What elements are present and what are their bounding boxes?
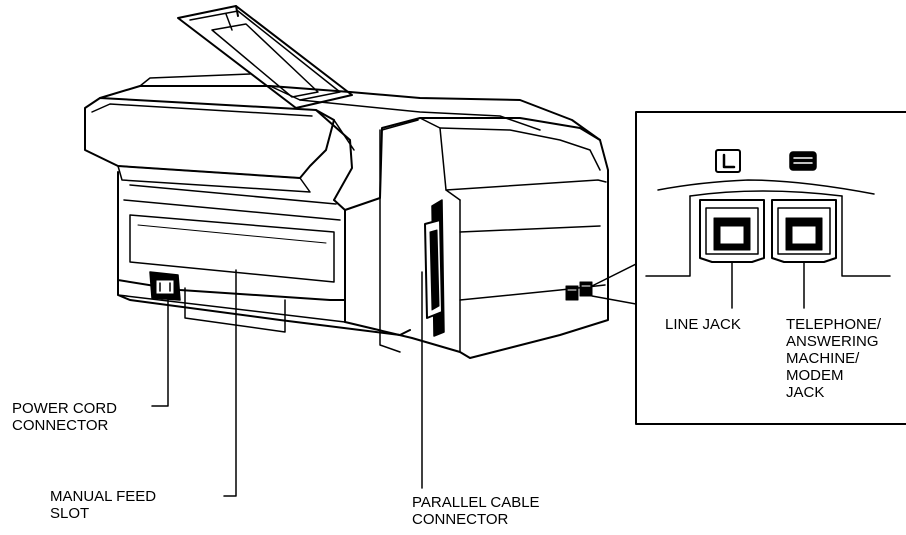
line-jack	[699, 199, 765, 263]
line-jack-label: LINE JACK	[665, 316, 741, 333]
jack-inset-panel	[635, 111, 906, 425]
manual-feed-line-1: MANUAL FEED	[50, 488, 157, 505]
parallel-cable-connector	[424, 199, 445, 337]
body-phone-ports	[565, 281, 593, 301]
telephone-handset-icon	[789, 151, 817, 171]
telephone-jack-label: TELEPHONE/ ANSWERING MACHINE/ MODEM JACK	[786, 316, 881, 401]
manual-feed-slot-label: MANUAL FEED SLOT	[50, 488, 156, 522]
label-leader-lines	[151, 269, 423, 497]
power-cord-line-2: CONNECTOR	[12, 417, 109, 434]
telephone-line-2: ANSWERING	[786, 333, 879, 350]
power-cord-connector	[149, 271, 181, 301]
telephone-line-1: TELEPHONE/	[786, 316, 882, 333]
line-jack-l-icon	[715, 149, 741, 173]
power-cord-connector-label: POWER CORD CONNECTOR	[12, 400, 117, 434]
telephone-line-4: MODEM	[786, 367, 844, 384]
paper-support-tray	[177, 5, 353, 109]
line-jack-line-1: LINE JACK	[665, 316, 741, 333]
rear-paper-flap	[84, 97, 355, 201]
printer-back-panel	[117, 171, 411, 336]
inset-callout-lines	[591, 263, 637, 305]
telephone-jack	[771, 199, 837, 263]
printer-top-cover	[99, 73, 601, 141]
telephone-line-3: MACHINE/	[786, 350, 860, 367]
parallel-cable-connector-label: PARALLEL CABLE CONNECTOR	[412, 494, 540, 528]
power-cord-line-1: POWER CORD	[12, 400, 117, 417]
parallel-cable-line-2: CONNECTOR	[412, 511, 509, 528]
telephone-line-5: JACK	[786, 384, 825, 401]
manual-feed-slot	[129, 214, 335, 283]
printer-side-body	[344, 117, 609, 359]
manual-feed-line-2: SLOT	[50, 505, 90, 522]
parallel-cable-line-1: PARALLEL CABLE	[412, 494, 540, 511]
